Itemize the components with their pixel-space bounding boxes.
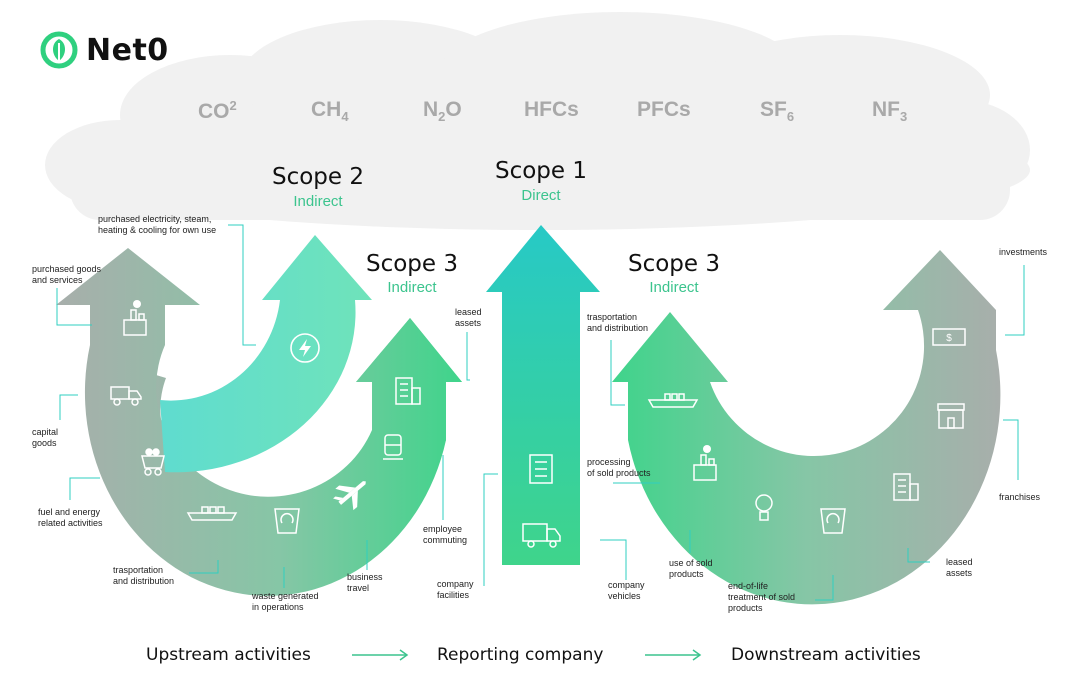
factory-icon: [693, 445, 717, 481]
truck-icon: [522, 523, 561, 548]
scope1-title: Scope 1: [494, 158, 587, 184]
flow-arrow-icon: [352, 649, 409, 661]
scope3-downstream-arrow: [612, 250, 1001, 605]
building-icon: [893, 473, 919, 501]
upstream-activities-label: Upstream activities: [146, 645, 311, 665]
airplane-icon: [333, 481, 366, 511]
store-icon: [937, 403, 965, 429]
brand-name: Net0: [86, 32, 169, 68]
downstream-activities-label: Downstream activities: [731, 645, 921, 665]
gas-co2: CO2: [198, 98, 237, 123]
lightning-icon: [290, 333, 320, 363]
scope2-subtitle: Indirect: [293, 193, 343, 210]
gas-pfcs: PFCs: [637, 98, 691, 121]
scope3-upstream-band: [56, 248, 462, 596]
label-connectors: [56, 224, 1025, 601]
truck-icon: [110, 386, 142, 406]
ship-icon: [647, 393, 699, 408]
ship-icon: [186, 506, 238, 521]
label-investments: investments: [999, 247, 1048, 257]
scope3-downstream-subtitle: Indirect: [649, 279, 699, 296]
gas-ch4: CH4: [311, 98, 349, 125]
scope3-upstream-subtitle: Indirect: [387, 279, 437, 296]
cloud-background: [45, 12, 1030, 230]
building-icon: [529, 454, 553, 484]
lightbulb-icon: [755, 494, 773, 521]
scope3-downstream-title: Scope 3: [627, 251, 720, 277]
recycle-bin-icon: [274, 508, 300, 534]
scope2-arrow: [160, 235, 372, 473]
factory-icon: [123, 300, 147, 336]
coal-cart-icon: [141, 448, 165, 476]
brand-logo: Net0: [40, 30, 169, 70]
label-franchises: franchises: [999, 492, 1041, 502]
recycle-bin-icon: [820, 508, 846, 534]
leaf-icon: [40, 31, 78, 69]
train-icon: [383, 434, 403, 460]
reporting-company-label: Reporting company: [437, 645, 604, 665]
scope1-subtitle: Direct: [521, 187, 561, 204]
gas-sf6: SF6: [760, 98, 795, 125]
scope3-upstream-title: Scope 3: [365, 251, 458, 277]
scope2-title: Scope 2: [271, 164, 364, 190]
dollar-bill-icon: [932, 328, 966, 346]
dollar-sign-glyph: $: [946, 333, 952, 344]
scope1-arrow: [486, 225, 600, 565]
gas-hfcs: HFCs: [524, 98, 579, 121]
label-purchased-electricity: purchased electricity, steam,heating & c…: [98, 214, 217, 235]
gas-n2o: N2O: [423, 98, 462, 125]
flow-arrow-icon: [645, 649, 702, 661]
gas-nf3: NF3: [872, 98, 908, 125]
building-icon: [395, 377, 421, 405]
